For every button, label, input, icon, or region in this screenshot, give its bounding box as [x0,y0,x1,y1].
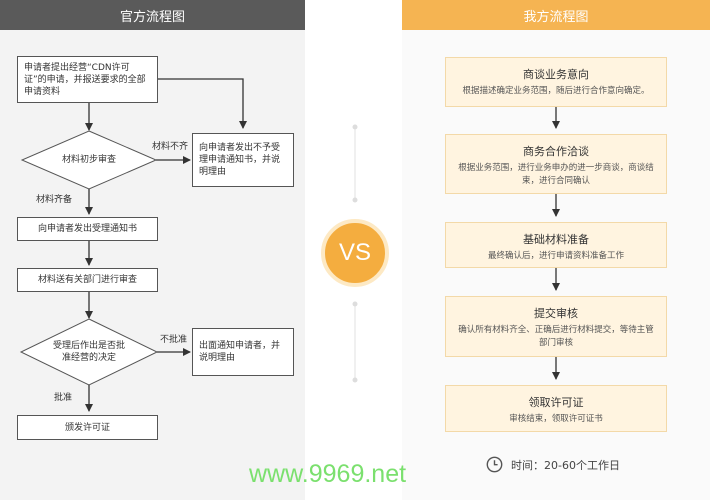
divider-dot-mid-top [352,197,358,203]
step-desc: 根据业务范围，进行业务申办的进一步商谈，商谈结束，进行合同确认 [458,163,654,186]
step-desc: 根据描述确定业务范围，随后进行合作意向确定。 [462,86,650,96]
our-flowchart-header: 我方流程图 [402,0,710,30]
website-watermark: www.9969.net [249,460,407,488]
time-text: 时间：20-60个工作日 [511,458,620,472]
divider-dot-mid-bottom [352,301,358,307]
reject-notice-box: 向申请者发出不予受理申请通知书，并说明理由 [192,133,294,187]
step-title: 基础材料准备 [523,233,589,246]
step-title: 提交审核 [534,307,578,320]
accept-notice-box: 向申请者发出受理通知书 [17,217,158,241]
issue-license-box: 颁发许可证 [17,415,158,440]
time-estimate: 时间：20-60个工作日 [486,456,620,473]
step-card-1: 商谈业务意向 根据描述确定业务范围，随后进行合作意向确定。 [445,57,667,107]
step-title: 领取许可证 [528,396,584,409]
step-card-4: 提交审核 确认所有材料齐全、正确后进行材料提交，等待主管部门审核 [445,296,667,357]
apply-box: 申请者提出经营“CDN许可证”的申请，并报送要求的全部申请资料 [17,56,158,103]
not-approved-label: 不批准 [160,335,188,345]
step-card-3: 基础材料准备 最终确认后，进行申请资料准备工作 [445,222,667,268]
step-desc: 确认所有材料齐全、正确后进行材料提交，等待主管部门审核 [458,325,654,348]
notify-reason-box: 出面通知申请者，并说明理由 [192,328,294,376]
clock-icon [486,456,503,473]
review-diamond-label: 材料初步审查 [61,155,116,165]
arrow-apply-to-reject-notice [158,78,247,129]
send-review-box: 材料送有关部门进行审查 [17,268,158,292]
decide-diamond-label: 受理后作出是否批准经营的决定 [52,341,125,363]
complete-label: 材料齐备 [36,195,73,205]
step-title: 商务合作洽谈 [523,145,589,158]
step-card-2: 商务合作洽谈 根据业务范围，进行业务申办的进一步商谈，商谈结束，进行合同确认 [445,134,667,194]
step-desc: 审核结束，领取许可证书 [509,414,603,424]
step-card-5: 领取许可证 审核结束，领取许可证书 [445,385,667,432]
step-desc: 最终确认后，进行申请资料准备工作 [487,251,624,261]
official-flowchart-header: 官方流程图 [0,0,305,30]
approved-label: 批准 [54,393,73,403]
divider-dot-bottom [352,377,358,383]
divider-dot-top [352,124,358,130]
step-title: 商谈业务意向 [523,68,589,81]
vs-badge: VS [321,219,389,287]
incomplete-label: 材料不齐 [152,142,189,152]
